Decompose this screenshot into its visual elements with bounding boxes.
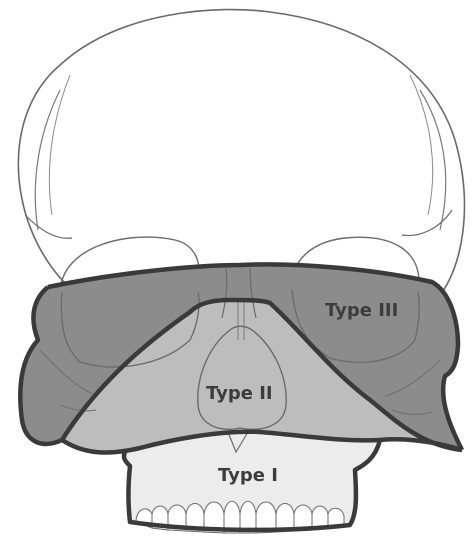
right-temple-line: [402, 210, 452, 236]
left-temporal-line-inner: [49, 75, 70, 215]
left-temporal-line: [35, 90, 60, 230]
left-temple-line: [25, 215, 72, 238]
type-i-label: Type I: [218, 465, 278, 486]
type-iii-label: Type III: [325, 300, 398, 321]
right-temporal-line-inner: [410, 75, 433, 215]
type-ii-label: Type II: [206, 383, 273, 404]
